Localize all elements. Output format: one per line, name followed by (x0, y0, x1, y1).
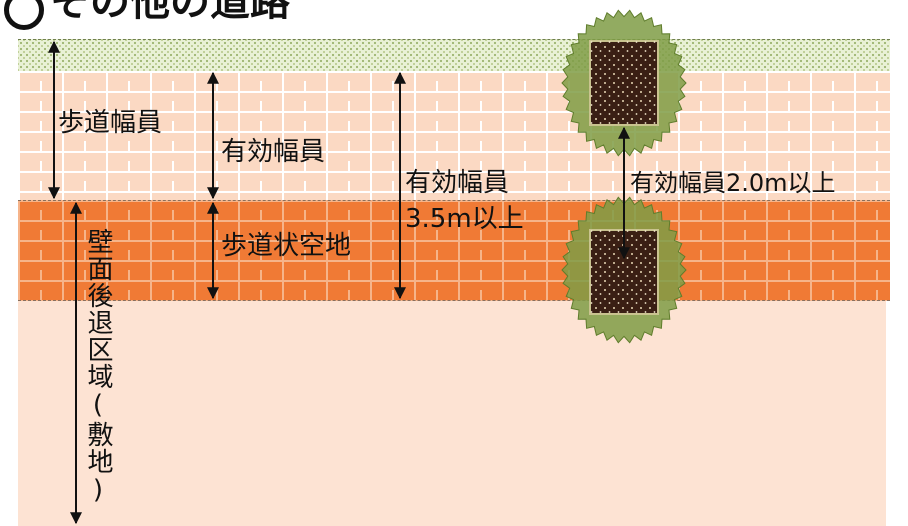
tree-canopy-icon (561, 9, 687, 157)
boundary-line-sidewalk (18, 200, 890, 201)
sidewalk-zone (18, 71, 890, 200)
page-title: その他の道路 (4, 0, 290, 30)
label-effective-width-between-trees: 有効幅員2.0m以上 (630, 169, 836, 197)
label-effective-width-total-value: 3.5m以上 (405, 204, 524, 234)
label-sidewalk-like-space: 歩道状空地 (221, 231, 352, 261)
sidewalk-like-space-zone (18, 200, 890, 301)
label-effective-width-total: 有効幅員 (405, 168, 510, 198)
planting-strip (18, 39, 890, 72)
planter-soil (590, 41, 658, 125)
wall-setback-zone (18, 301, 886, 526)
label-wall-setback-area: 壁面後退区域(敷地) (83, 228, 113, 506)
boundary-line-setback (18, 300, 890, 301)
label-sidewalk-width: 歩道幅員 (58, 108, 163, 138)
label-effective-width: 有効幅員 (221, 137, 326, 167)
circle-bullet-icon (4, 0, 44, 30)
